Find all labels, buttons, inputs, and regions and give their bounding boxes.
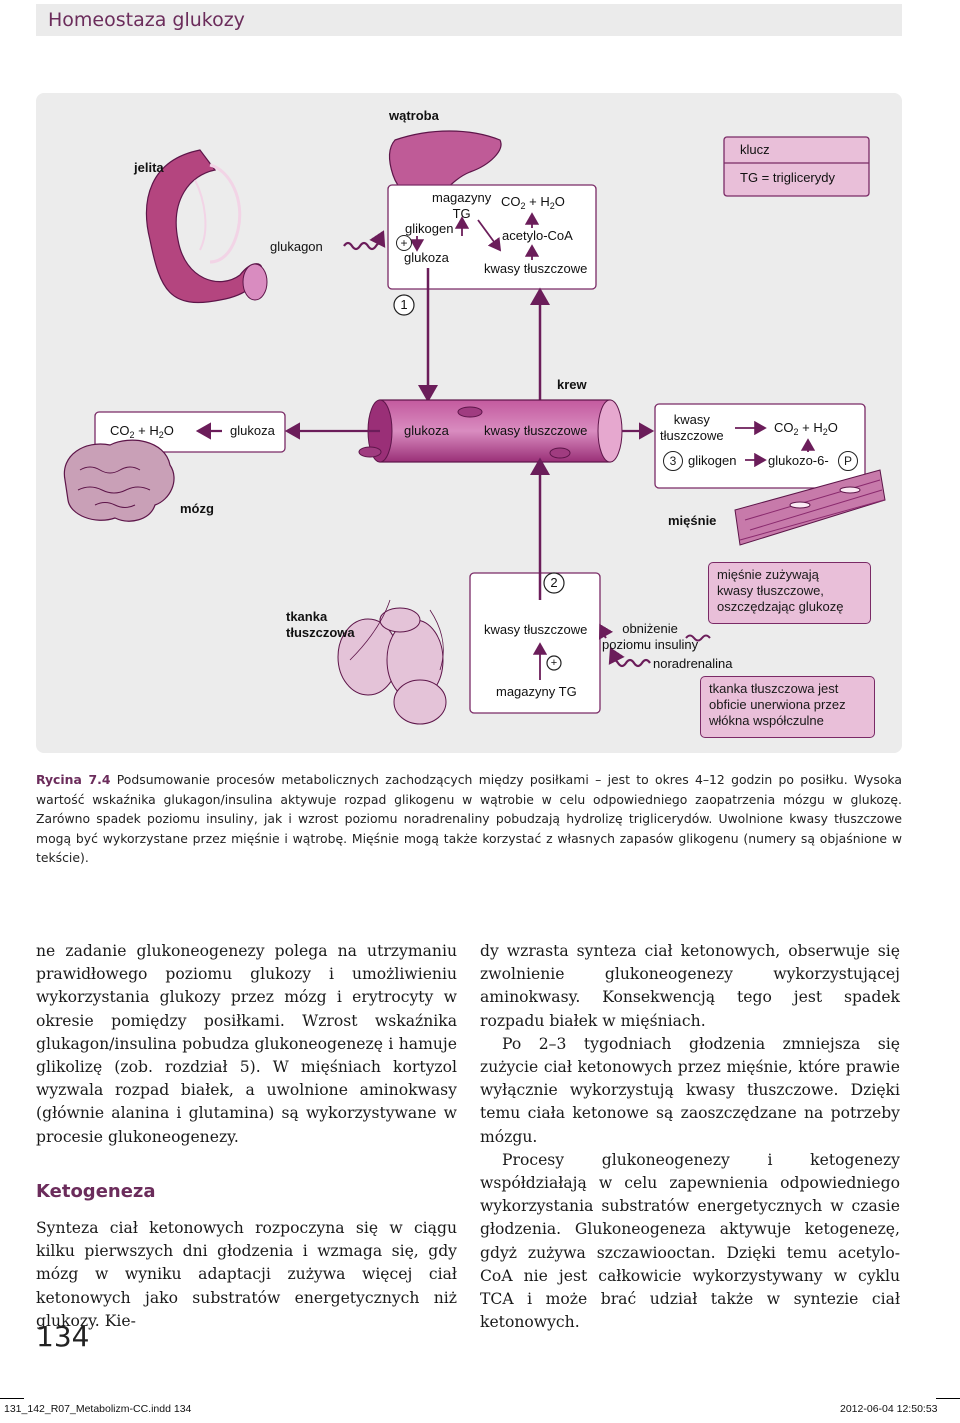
- right-paragraph-3: Procesy glukoneogenezy i ketogenezy wspó…: [480, 1150, 900, 1332]
- brain-illustration: [63, 439, 175, 522]
- liver-co2-h2o: CO2 + H2O: [501, 194, 565, 211]
- figure-caption-label: Rycina 7.4: [36, 772, 111, 787]
- left-column-lower: Synteza ciał ketonowych rozpoczyna się w…: [36, 1217, 457, 1333]
- muscle-label: mięśnie: [668, 513, 717, 528]
- liver-glucose: glukoza: [404, 250, 449, 265]
- liver-title: wątroba: [389, 108, 439, 123]
- liver-glycogen: glikogen: [405, 221, 454, 236]
- muscle-fatty-acids: kwasy tłuszczowe: [660, 412, 724, 443]
- muscle-glucose6p: glukozo-6-: [768, 453, 829, 468]
- intestine-illustration: [145, 149, 268, 304]
- crop-mark-right: [936, 1398, 960, 1399]
- page-number: 134: [36, 1320, 90, 1353]
- adipose-fatty-acids: kwasy tłuszczowe: [484, 622, 588, 637]
- muscle-glycogen: glikogen: [688, 453, 737, 468]
- slug-date: 2012-06-04 12:50:53: [840, 1403, 938, 1415]
- blood-title: krew: [557, 377, 587, 392]
- adipose-tg-stores: magazyny TG: [496, 684, 577, 699]
- muscle-co2-h2o: CO2 + H2O: [774, 420, 838, 437]
- phosphate-symbol: P: [838, 451, 858, 471]
- crop-mark-left: [0, 1398, 24, 1399]
- right-column: dy wzrasta synteza ciał ketonowych, obse…: [480, 940, 900, 1334]
- liver-fatty-acids: kwasy tłuszczowe: [484, 261, 588, 276]
- adipose-label: tkanka tłuszczowa: [286, 609, 355, 640]
- muscle-fatty-acid-note: mięśnie zużywają kwasy tłuszczowe, oszcz…: [708, 562, 871, 624]
- liver-tg-stores: magazyny TG: [432, 190, 492, 221]
- muscle-fiber-illustration: [734, 469, 886, 546]
- figure-diagram: [63, 130, 886, 725]
- key-title: klucz: [740, 142, 770, 157]
- section-heading-ketogeneza: Ketogeneza: [36, 1181, 156, 1202]
- adipose-plus-sign: +: [550, 657, 558, 669]
- step-1-number: 1: [400, 297, 408, 312]
- brain-glucose: glukoza: [230, 423, 275, 438]
- blood-fatty-acids: kwasy tłuszczowe: [484, 423, 588, 438]
- brain-co2-h2o: CO2 + H2O: [110, 423, 174, 440]
- figure-caption-text: Podsumowanie procesów metabolicznych zac…: [36, 772, 902, 865]
- key-text: TG = triglicerydy: [740, 170, 835, 185]
- left-paragraph-1: ne zadanie glukoneogenezy polega na utrz…: [36, 942, 457, 1146]
- blood-glucose: glukoza: [404, 423, 449, 438]
- left-column: ne zadanie glukoneogenezy polega na utrz…: [36, 940, 457, 1149]
- insulin-drop-label: obniżenie poziomu insuliny: [602, 621, 699, 652]
- adipose-cells-illustration: [337, 599, 447, 725]
- brain-label: mózg: [180, 501, 214, 516]
- left-paragraph-2: Synteza ciał ketonowych rozpoczyna się w…: [36, 1219, 457, 1330]
- glucagon-label: glukagon: [270, 239, 323, 254]
- figure-caption: Rycina 7.4 Podsumowanie procesów metabol…: [36, 770, 902, 868]
- running-header-title: Homeostaza glukozy: [48, 9, 245, 31]
- right-paragraph-1: dy wzrasta synteza ciał ketonowych, obse…: [480, 942, 900, 1030]
- liver-plus-sign: +: [396, 235, 412, 251]
- noradrenaline-label: noradrenalina: [653, 656, 733, 671]
- step-3-number: 3: [663, 451, 683, 471]
- liver-acetyl-coa: acetylo-CoA: [502, 228, 573, 243]
- step-2-number: 2: [550, 575, 558, 590]
- running-header-band: [36, 4, 902, 36]
- slug-filename: 131_142_R07_Metabolizm-CC.indd 134: [4, 1403, 192, 1415]
- right-paragraph-2: Po 2–3 tygodniach głodzenia zmniejsza si…: [480, 1034, 900, 1146]
- adipose-innervation-note: tkanka tłuszczowa jest obficie unerwiona…: [700, 676, 875, 738]
- intestine-label: jelita: [134, 160, 164, 175]
